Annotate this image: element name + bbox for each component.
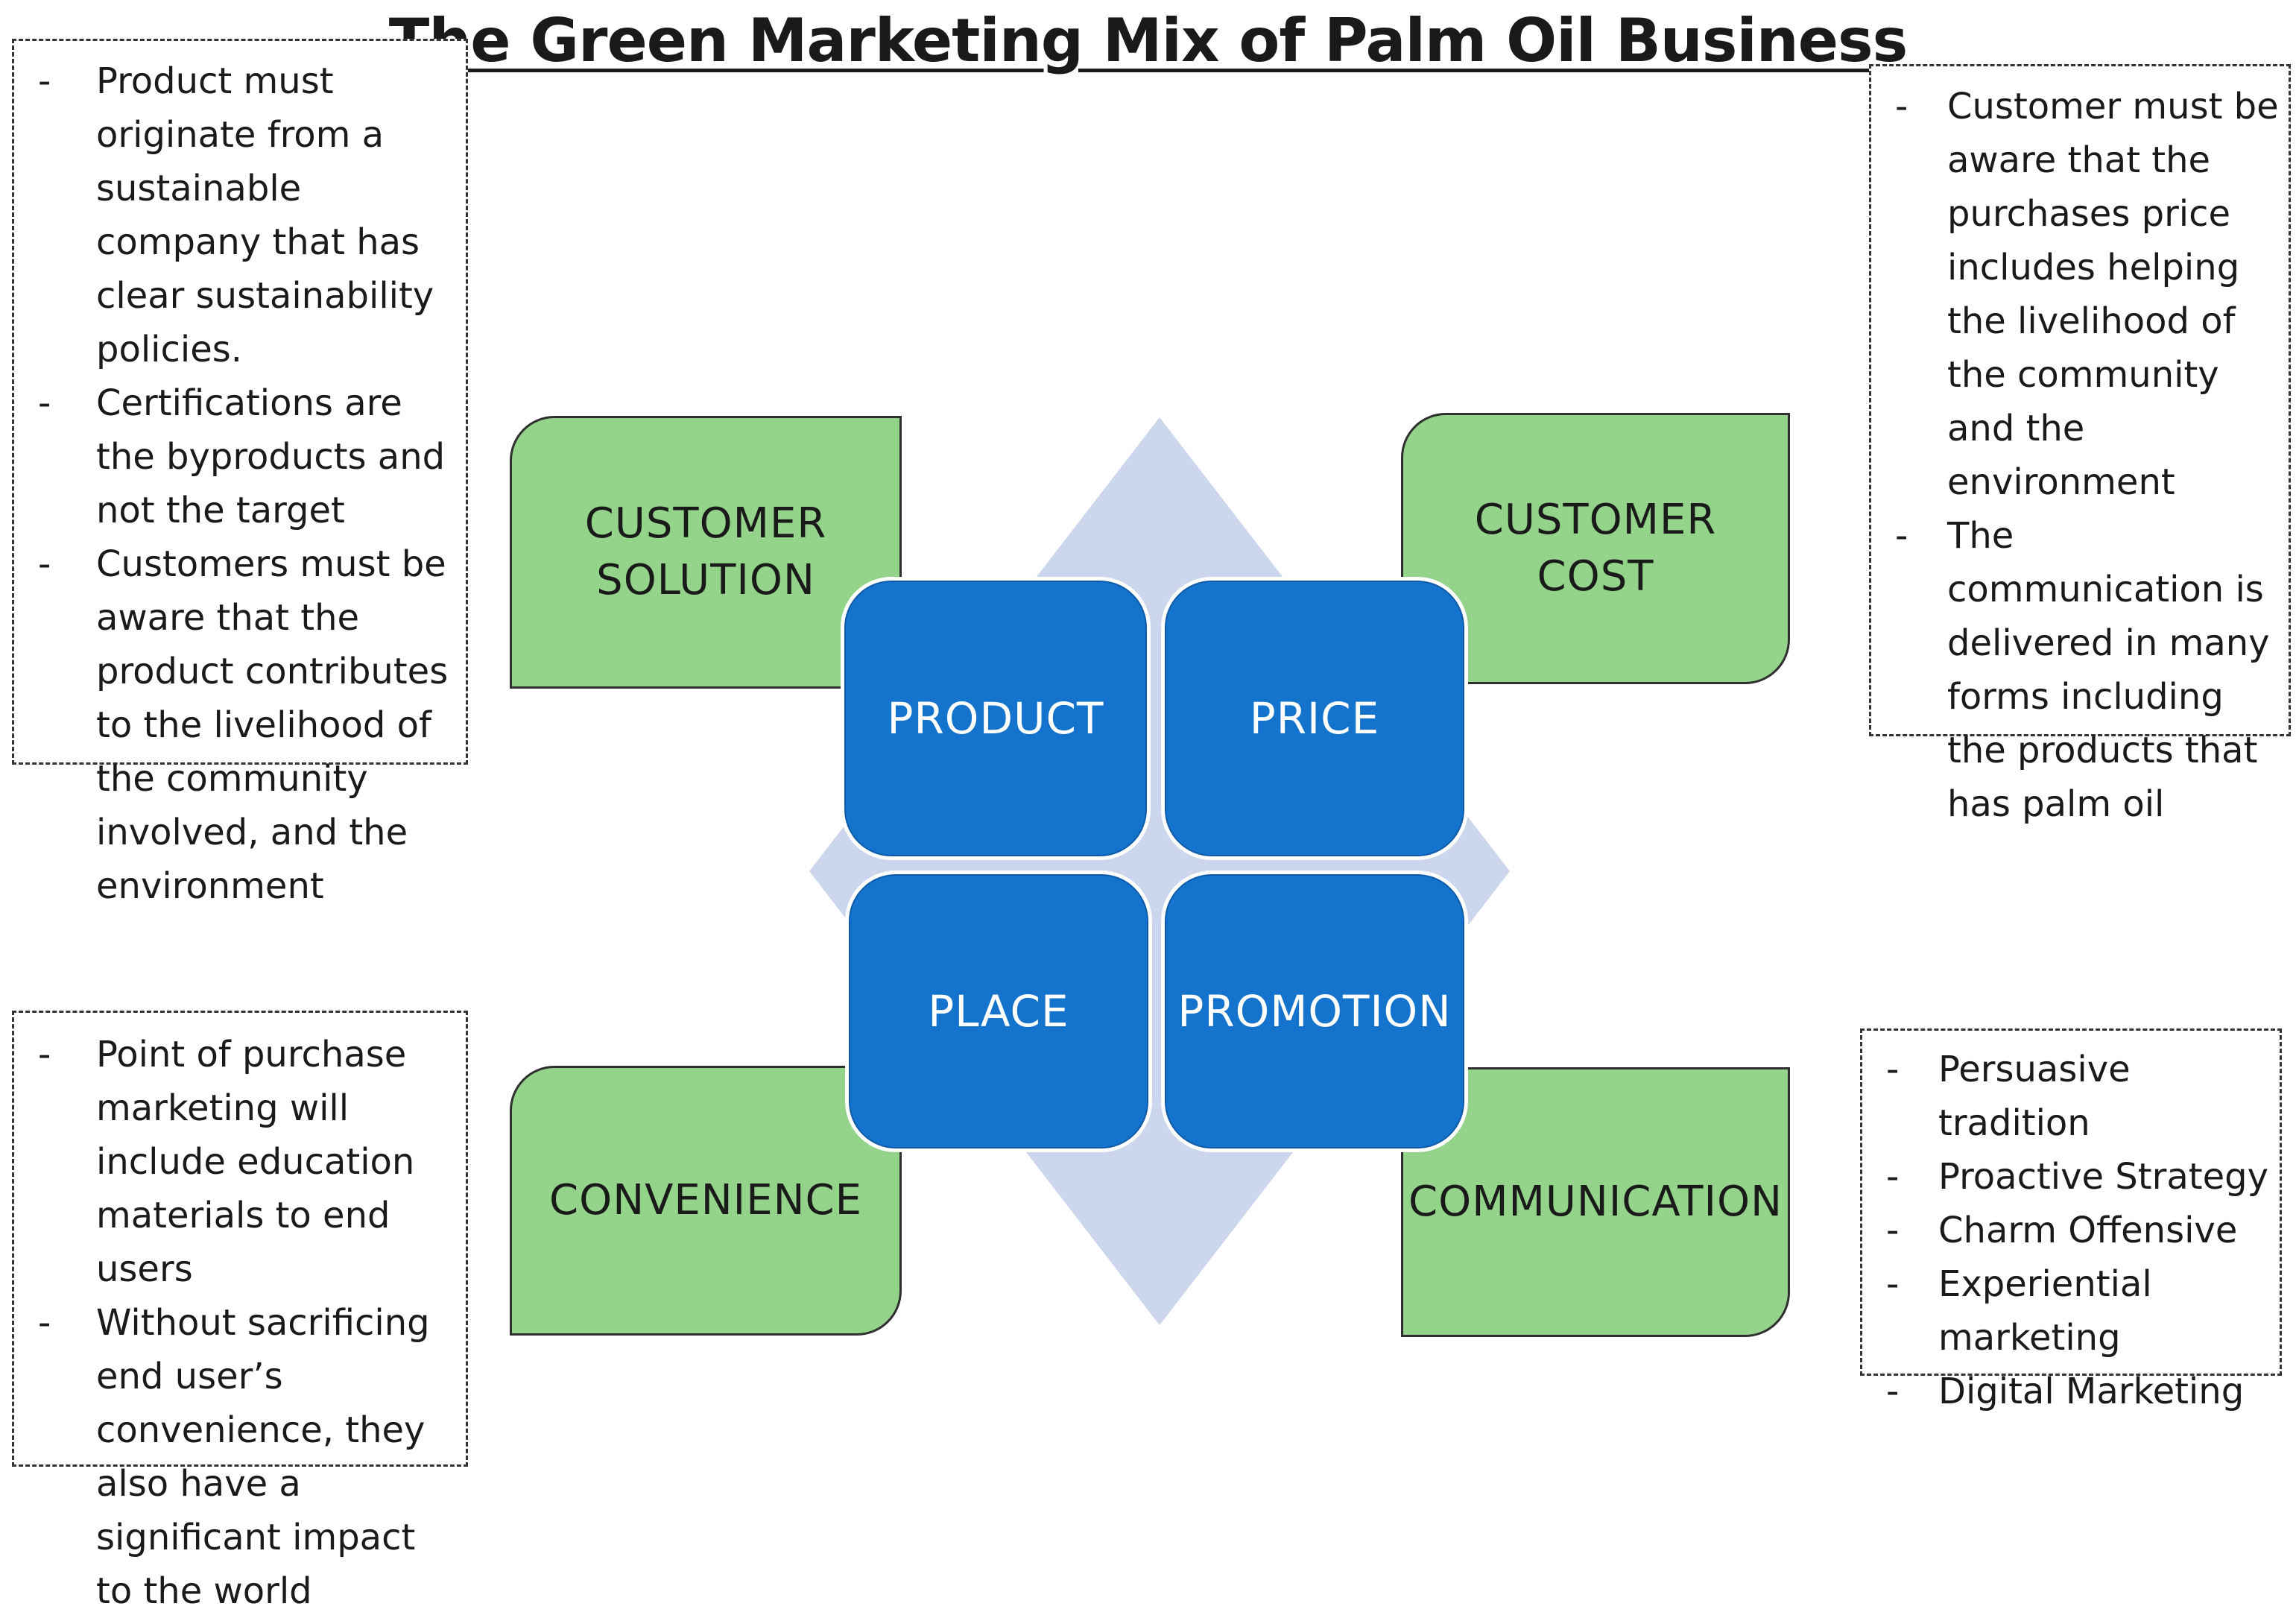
customer-solution-line1: CUSTOMER [584,499,827,548]
promotion-notes-list: Persuasive tradition Proactive Strategy … [1876,1043,2272,1418]
list-item: Certifications are the byproducts and no… [28,376,455,537]
price-notes-box: Customer must be aware that the purchase… [1869,64,2291,825]
product-box: PRODUCT [841,577,1151,860]
promotion-notes-box: Persuasive tradition Proactive Strategy … [1860,1028,2282,1418]
price-box: PRICE [1161,577,1468,860]
communication-label: COMMUNICATION [1408,1178,1783,1226]
customer-solution-label: CUSTOMER SOLUTION [585,496,827,609]
convenience-label: CONVENIENCE [549,1176,862,1224]
product-label: PRODUCT [887,693,1104,744]
convenience-box: CONVENIENCE [510,1066,902,1336]
list-item: Proactive Strategy [1876,1150,2272,1204]
list-item: Charm Offensive [1876,1204,2272,1257]
promotion-box: PROMOTION [1161,870,1468,1152]
customer-cost-line2: COST [1537,552,1654,601]
product-notes-list: Product must originate from a sustainabl… [28,54,455,913]
place-box: PLACE [845,870,1152,1152]
place-notes-list: Point of purchase marketing will include… [28,1028,458,1618]
customer-solution-box: CUSTOMER SOLUTION [510,416,902,689]
list-item: Point of purchase marketing will include… [28,1028,458,1296]
price-notes-list: Customer must be aware that the purchase… [1885,80,2281,831]
customer-cost-label: CUSTOMER COST [1475,492,1717,605]
diagram-title: The Green Marketing Mix of Palm Oil Busi… [388,6,1908,75]
place-notes-box: Point of purchase marketing will include… [12,1011,468,1612]
list-item: Customer must be aware that the purchase… [1885,80,2281,509]
list-item: Digital Marketing [1876,1365,2272,1418]
customer-solution-line2: SOLUTION [596,556,815,604]
customer-cost-box: CUSTOMER COST [1401,413,1790,684]
list-item: Experiential marketing [1876,1257,2272,1365]
list-item: Customers must be aware that the product… [28,537,455,913]
product-notes-box: Product must originate from a sustainabl… [12,39,468,907]
list-item: Without sacrificing end user’s convenien… [28,1296,458,1618]
customer-cost-line1: CUSTOMER [1474,496,1717,544]
price-label: PRICE [1249,693,1380,744]
list-item: Product must originate from a sustainabl… [28,54,455,376]
list-item: Persuasive tradition [1876,1043,2272,1150]
promotion-label: PROMOTION [1177,986,1452,1037]
list-item: The communication is delivered in many f… [1885,509,2281,831]
place-label: PLACE [928,986,1069,1037]
